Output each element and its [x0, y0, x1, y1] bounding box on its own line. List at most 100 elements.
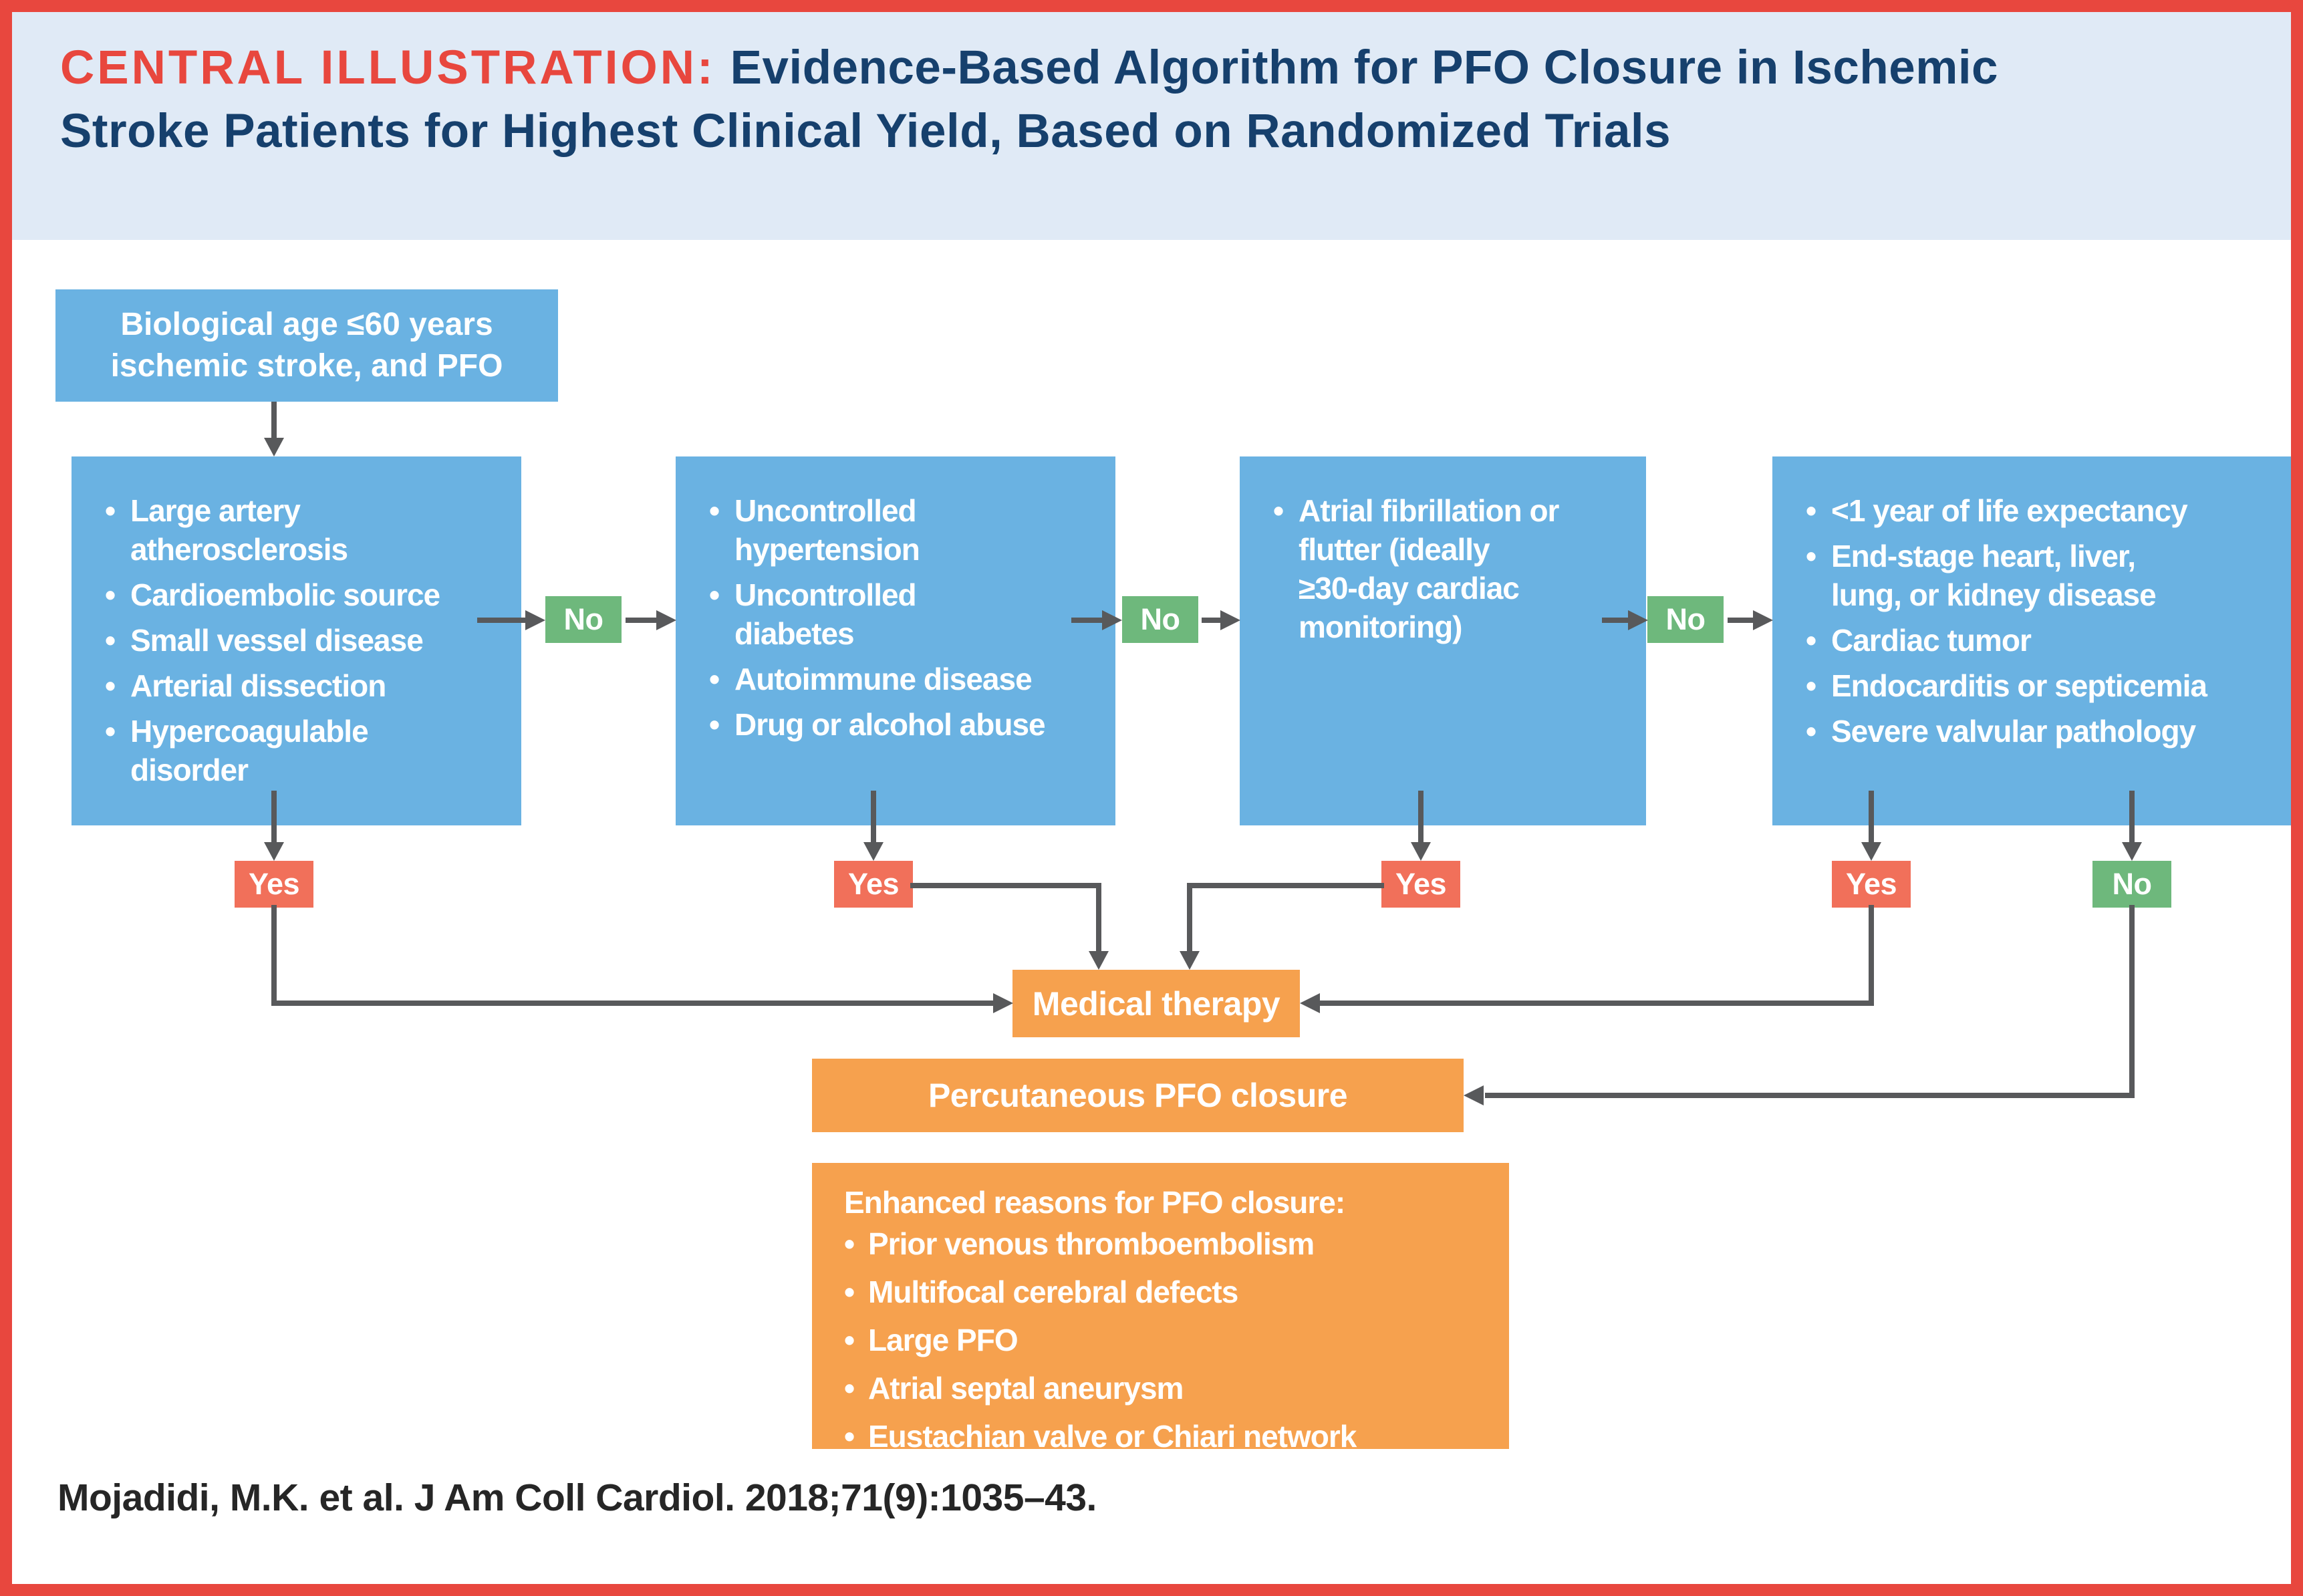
comorbidity-exclusions-box: •Uncontrolled hypertension •Uncontrolled…	[676, 456, 1115, 825]
arrowhead-entry-down-icon	[264, 438, 284, 456]
bullet-icon: •	[105, 714, 116, 749]
arrowhead-to-no1-icon	[525, 610, 545, 630]
connector-no3-to-box4-line	[1728, 618, 1753, 623]
bullet-icon: •	[844, 1371, 855, 1406]
connector-box2-to-no2-line	[1071, 618, 1102, 623]
arrowhead-to-yes4-icon	[1861, 842, 1881, 861]
connector-box2-to-yes2-line	[871, 791, 876, 842]
bullet-icon: •	[1806, 714, 1816, 749]
bullet-icon: •	[105, 668, 116, 703]
list-item: •Large artery atherosclerosis	[105, 491, 511, 569]
connector-finalno-to-closure-line	[1485, 1093, 2135, 1098]
bullet-icon: •	[709, 577, 720, 612]
yes-badge-2: Yes	[834, 861, 913, 908]
arrowhead-medical-top-left-icon	[1089, 951, 1109, 970]
arrowhead-to-yes2-icon	[863, 842, 884, 861]
bullet-icon: •	[709, 707, 720, 742]
connector-finalno-down-line	[2129, 905, 2135, 1098]
list-item: •Eustachian valve or Chiari network	[844, 1416, 1496, 1457]
final-no-badge: No	[2092, 861, 2171, 908]
list-item: •Atrial septal aneurysm	[844, 1367, 1496, 1409]
connector-yes1-down-line	[271, 905, 277, 1006]
list-item: •Uncontrolled diabetes	[709, 575, 1105, 653]
list-item: •Large PFO	[844, 1319, 1496, 1361]
connector-box3-to-yes3-line	[1418, 791, 1424, 842]
connector-box3-to-no3-line	[1602, 618, 1628, 623]
connector-box1-to-no1-line	[477, 618, 525, 623]
list-item: •Cardiac tumor	[1806, 621, 2303, 660]
list-item: •Multifocal cerebral defects	[844, 1271, 1496, 1313]
bullet-icon: •	[844, 1275, 855, 1309]
list-item: •Arterial dissection	[105, 666, 511, 705]
bullet-icon: •	[1806, 493, 1816, 528]
arrowhead-to-no3-icon	[1628, 610, 1648, 630]
arrowhead-closure-right-icon	[1464, 1085, 1484, 1105]
connector-yes3-left-line	[1187, 883, 1384, 888]
bullet-icon: •	[105, 493, 116, 528]
arrowhead-medical-left-icon	[993, 993, 1013, 1013]
connector-box4-to-finalno-line	[2129, 791, 2135, 842]
bullet-icon: •	[105, 623, 116, 658]
bullet-icon: •	[1273, 493, 1284, 528]
bullet-icon: •	[709, 662, 720, 696]
header-band: CENTRAL ILLUSTRATION:Evidence-Based Algo…	[12, 12, 2291, 240]
no-badge-3: No	[1647, 596, 1724, 643]
entry-criteria-box: Biological age ≤60 years ischemic stroke…	[55, 289, 558, 402]
arrowhead-medical-top-right-icon	[1180, 951, 1200, 970]
yes-badge-4: Yes	[1832, 861, 1911, 908]
yes-badge-1: Yes	[235, 861, 313, 908]
bullet-icon: •	[1806, 539, 1816, 573]
no-badge-2: No	[1122, 596, 1198, 643]
title-text: Evidence-Based Algorithm for PFO Closure…	[60, 41, 1999, 158]
bullet-icon: •	[844, 1323, 855, 1357]
stroke-etiology-exclusions-box: •Large artery atherosclerosis •Cardioemb…	[72, 456, 521, 825]
arrowhead-to-box2-icon	[656, 610, 676, 630]
bullet-icon: •	[1806, 668, 1816, 703]
list-item: •Drug or alcohol abuse	[709, 705, 1105, 744]
list-item: •Autoimmune disease	[709, 660, 1105, 698]
list-item: •<1 year of life expectancy	[1806, 491, 2303, 530]
connector-yes4-down-line	[1869, 905, 1874, 1006]
list-item: •Hypercoagulable disorder	[105, 712, 511, 789]
arrowhead-to-box3-icon	[1220, 610, 1240, 630]
list-item: •Uncontrolled hypertension	[709, 491, 1105, 569]
bullet-icon: •	[105, 577, 116, 612]
connector-yes3-down-line	[1187, 883, 1192, 951]
arrowhead-to-box4-icon	[1753, 610, 1773, 630]
arrowhead-medical-right-icon	[1300, 993, 1320, 1013]
arrowhead-to-no2-icon	[1102, 610, 1122, 630]
connector-yes2-down-line	[1096, 883, 1101, 951]
connector-yes1-to-medical-line	[271, 1001, 993, 1006]
bullet-icon: •	[1806, 623, 1816, 658]
connector-yes2-right-line	[910, 883, 1101, 888]
connector-no2-to-box3-line	[1202, 618, 1220, 623]
enhanced-reasons-box: Enhanced reasons for PFO closure: •Prior…	[812, 1163, 1509, 1454]
futility-exclusions-box: •<1 year of life expectancy •End-stage h…	[1772, 456, 2303, 825]
list-item: •Endocarditis or septicemia	[1806, 666, 2303, 705]
list-item: •Atrial fibrillation or flutter (ideally…	[1273, 491, 1635, 646]
arrowhead-to-yes1-icon	[264, 842, 284, 861]
bullet-icon: •	[709, 493, 720, 528]
bullet-icon: •	[844, 1419, 855, 1454]
list-item: •Severe valvular pathology	[1806, 712, 2303, 751]
connector-yes4-to-medical-line	[1320, 1001, 1874, 1006]
no-badge-1: No	[545, 596, 622, 643]
afib-exclusion-box: •Atrial fibrillation or flutter (ideally…	[1240, 456, 1646, 825]
arrowhead-to-yes3-icon	[1411, 842, 1431, 861]
arrowhead-to-finalno-icon	[2122, 842, 2142, 861]
yes-badge-3: Yes	[1381, 861, 1460, 908]
connector-no1-to-box2-line	[626, 618, 656, 623]
bullet-icon: •	[844, 1226, 855, 1261]
figure-title: CENTRAL ILLUSTRATION:Evidence-Based Algo…	[60, 36, 2065, 163]
list-item: •Small vessel disease	[105, 621, 511, 660]
medical-therapy-box: Medical therapy	[1012, 970, 1300, 1037]
connector-box1-to-yes1-line	[271, 791, 277, 842]
list-item: •Prior venous thromboembolism	[844, 1223, 1496, 1265]
enhanced-reasons-heading: Enhanced reasons for PFO closure:	[844, 1185, 1345, 1220]
entry-criteria-text: Biological age ≤60 years ischemic stroke…	[110, 307, 503, 384]
pfo-closure-box: Percutaneous PFO closure	[812, 1059, 1464, 1132]
list-item: •End-stage heart, liver, lung, or kidney…	[1806, 537, 2303, 614]
list-item: •Cardioembolic source	[105, 575, 511, 614]
title-prefix: CENTRAL ILLUSTRATION:	[60, 41, 716, 94]
